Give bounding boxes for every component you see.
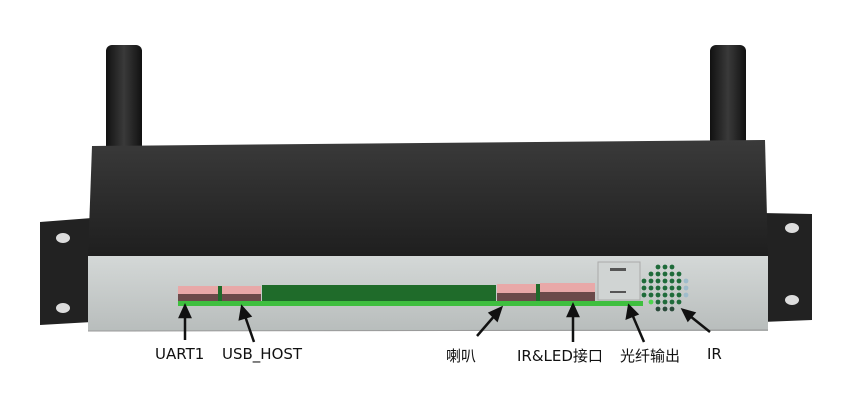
callout-arrows [178,301,711,343]
ir-led-connector [540,283,595,301]
ir-grille-dot [641,278,647,284]
ir-grille-dot [662,306,668,312]
ir-grille-dot [641,285,647,291]
ir-grille-dot [655,285,661,291]
case-top [88,140,768,258]
ir-grille-dot [655,292,661,298]
ir-grille-dot [648,285,654,291]
antenna-right [710,45,746,150]
ir-grille-dot [662,292,668,298]
ir-grille-dot [669,271,675,277]
label-ir: IR [707,345,722,363]
label-fiber-output: 光纤输出 [620,347,681,365]
ir-grille-dot [676,299,682,305]
ir-grille-dot [669,299,675,305]
pcb-strip [178,301,643,306]
ir-grille-dot [655,299,661,305]
ir-receiver-grille [641,264,689,312]
ir-grille-dot [676,292,682,298]
ir-grille-dot [669,264,675,270]
ir-grille-dot [648,299,654,305]
ir-grille-dot [662,271,668,277]
fiber-output-port [597,261,641,301]
ir-grille-dot [655,306,661,312]
label-usb-host: USB_HOST [222,345,303,363]
bracket-left [40,218,92,325]
ir-grille-dot [676,285,682,291]
ir-grille-dot [662,285,668,291]
ir-grille-dot [669,306,675,312]
ir-grille-dot [676,278,682,284]
ir-grille-dot [655,278,661,284]
ir-grille-dot [655,264,661,270]
ir-grille-dot [669,292,675,298]
pcb-board [262,285,496,304]
label-ir-led-interface: IR&LED接口 [517,347,603,365]
ir-grille-dot [655,271,661,277]
ir-grille-dot [662,264,668,270]
ir-grille-dot [662,299,668,305]
label-uart1: UART1 [155,345,205,363]
ir-grille-dot [648,292,654,298]
usb-host-connector [222,286,261,301]
ir-grille-dot [641,292,647,298]
bracket-right [762,213,812,322]
antenna-left [106,45,142,155]
ir-grille-dot [683,278,689,284]
ir-grille-dot [662,278,668,284]
ir-grille-dot [683,292,689,298]
uart1-connector [178,286,218,301]
ir-grille-dot [676,271,682,277]
label-speaker: 喇叭 [446,347,477,365]
ir-grille-dot [669,278,675,284]
ir-grille-dot [648,271,654,277]
ir-grille-dot [648,278,654,284]
ir-grille-dot [683,285,689,291]
ir-grille-dot [669,285,675,291]
speaker-connector [497,284,536,301]
